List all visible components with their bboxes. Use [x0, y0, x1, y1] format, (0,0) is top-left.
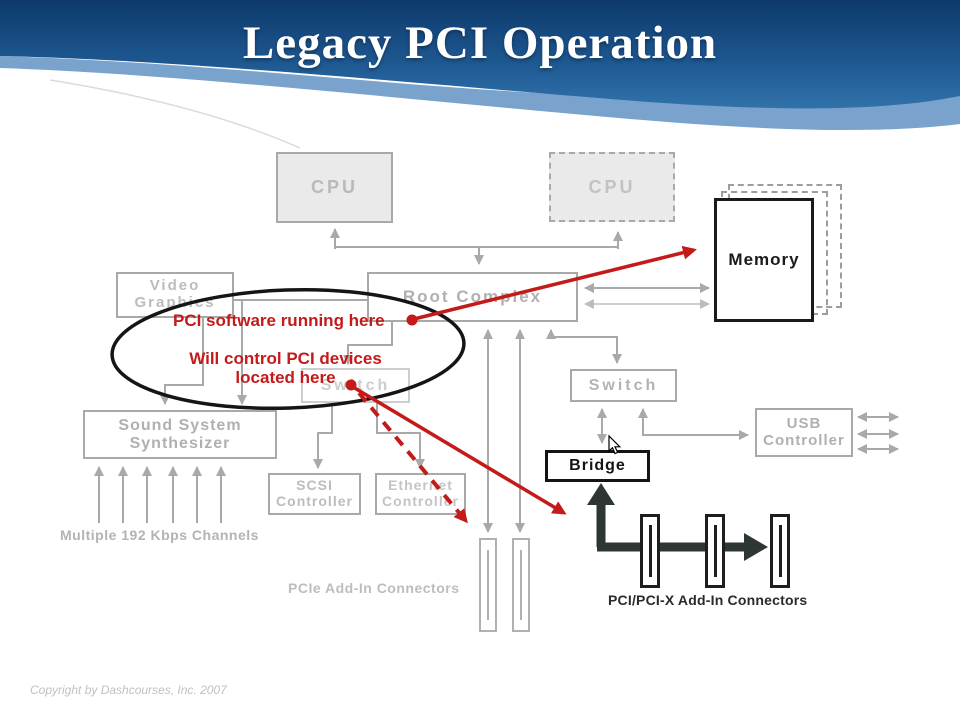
- pci-connector-slot: [640, 514, 660, 588]
- usb-controller-box: USB Controller: [755, 408, 853, 457]
- cpu-secondary-box: CPU: [549, 152, 675, 222]
- root-complex-box: Root Complex: [367, 272, 578, 322]
- video-graphics-label: Graphics: [134, 294, 216, 311]
- usb-label: Controller: [763, 431, 845, 449]
- annotation-will-control: Will control PCI devices located here: [168, 349, 403, 387]
- scsi-controller-box: SCSI Controller: [268, 473, 361, 515]
- scsi-label: SCSI: [296, 477, 333, 494]
- memory-box: Memory: [714, 198, 814, 322]
- channels-caption: Multiple 192 Kbps Channels: [60, 527, 259, 543]
- ethernet-label: Controller: [382, 493, 459, 509]
- pci-connector-slot: [705, 514, 725, 588]
- copyright-text: Copyright by Dashcourses, Inc. 2007: [30, 683, 227, 697]
- sound-system-box: Sound System Synthesizer: [83, 410, 277, 459]
- cpu-box: CPU: [276, 152, 393, 223]
- ethernet-controller-box: Ethernet Controller: [375, 473, 466, 515]
- pci-connector-slot: [770, 514, 790, 588]
- annotation-running-here: PCI software running here: [173, 311, 385, 330]
- switch-lower-box: Switch: [570, 369, 677, 402]
- pci-connectors-caption: PCI/PCI-X Add-In Connectors: [608, 592, 808, 608]
- banner-swoosh: [0, 0, 960, 149]
- pcie-connector-slot: [512, 538, 530, 632]
- ethernet-label: Ethernet: [388, 477, 453, 494]
- switch-lower-label: Switch: [588, 376, 659, 394]
- pcie-connectors-caption: PCIe Add-In Connectors: [288, 580, 460, 596]
- bridge-label: Bridge: [569, 457, 626, 475]
- cpu-label: CPU: [310, 177, 358, 198]
- cpu-secondary-label: CPU: [588, 176, 636, 197]
- annotation-line1: Will control PCI devices: [189, 349, 382, 368]
- root-complex-label: Root Complex: [402, 287, 543, 307]
- page-title: Legacy PCI Operation: [242, 17, 718, 69]
- annotation-line2: located here: [235, 368, 336, 388]
- usb-label: USB: [786, 414, 822, 432]
- sound-system-label: Synthesizer: [129, 434, 231, 452]
- memory-label: Memory: [728, 250, 800, 270]
- bridge-box: Bridge: [545, 450, 650, 482]
- scsi-label: Controller: [276, 493, 353, 509]
- sound-system-label: Sound System: [118, 416, 242, 434]
- pcie-connector-slot: [479, 538, 497, 632]
- video-graphics-label: Video: [149, 277, 201, 295]
